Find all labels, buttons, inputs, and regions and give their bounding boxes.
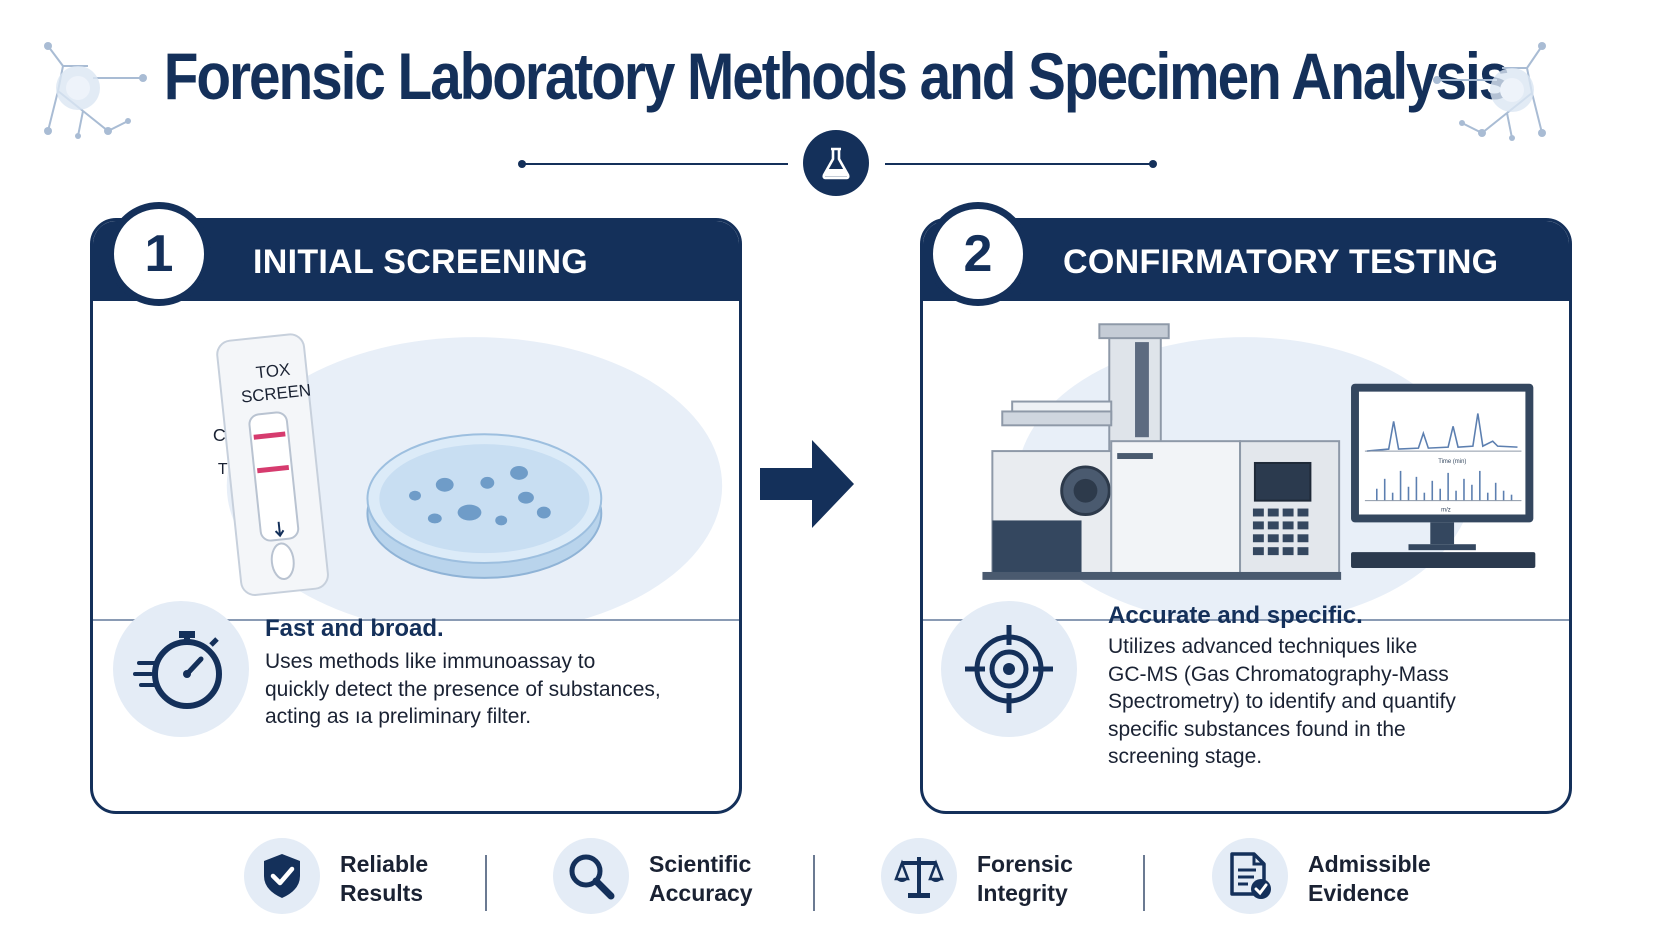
monitor-time-label: Time (min): [1438, 459, 1466, 465]
strip-mark-c: C: [213, 425, 226, 445]
divider-dot-right: [1149, 160, 1157, 168]
divider-line-right: [885, 163, 1151, 165]
card-divider: [923, 619, 1569, 621]
feature-icon-circle: [881, 838, 957, 914]
description-line: Uses methods like immunoassay to: [265, 650, 596, 673]
card-divider: [93, 619, 739, 621]
feature-separator: [1143, 855, 1145, 911]
shield-check-icon: [264, 854, 300, 898]
icon-circle: [941, 601, 1077, 737]
monitor-mz-label: m/z: [1441, 508, 1451, 514]
feature-label-line: Accuracy: [649, 880, 753, 906]
feature-forensic-integrity: Forensic Integrity: [881, 838, 1081, 918]
molecule-icon-left: [44, 42, 147, 139]
step-heading: INITIAL SCREENING: [253, 243, 589, 281]
screening-illustration: TOX SCREEN C T: [213, 333, 723, 619]
feature-label-line: Reliable: [340, 851, 429, 877]
feature-label-line: Results: [340, 880, 424, 906]
description-line: acting as ıa preliminary filter.: [265, 705, 532, 728]
feature-label-line: Admissible: [1308, 851, 1431, 877]
test-cassette: [216, 333, 329, 596]
feature-icon-circle: [553, 838, 629, 914]
feature-label-line: Scientific: [649, 851, 752, 877]
feature-label: Admissible Evidence: [1308, 850, 1431, 908]
description-line: screening stage.: [1108, 745, 1263, 768]
target-icon: [965, 625, 1053, 713]
step-card-initial-screening: INITIAL SCREENING TOX SCREEN C T: [90, 218, 742, 814]
flask-icon: [822, 147, 850, 180]
strip-label-tox: TOX: [255, 360, 291, 382]
description-line: specific substances found in the: [1108, 717, 1406, 741]
step-number-badge: 1: [107, 202, 211, 306]
description-line: Utilizes advanced techniques like: [1108, 635, 1418, 658]
description-line: quickly detect the presence of substance…: [265, 677, 661, 701]
description-line: GC-MS (Gas Chromatography-Mass: [1108, 662, 1449, 686]
feature-admissible-evidence: Admissible Evidence: [1212, 838, 1431, 918]
page-title: Forensic Laboratory Methods and Specimen…: [163, 39, 1511, 113]
document-check-icon: [1230, 852, 1271, 899]
step-summary: Fast and broad.: [265, 615, 444, 642]
feature-label: Forensic Integrity: [977, 850, 1073, 908]
petri-dish: [366, 433, 603, 579]
feature-scientific-accuracy: Scientific Accuracy: [553, 838, 753, 918]
flask-badge: [803, 130, 869, 196]
stopwatch-icon: [133, 631, 222, 709]
feature-reliable-results: Reliable Results: [244, 838, 444, 918]
feature-icon-circle: [1212, 838, 1288, 914]
step-summary: Accurate and specific.: [1108, 602, 1363, 629]
magnifier-icon: [569, 854, 615, 900]
molecule-icon-right: [1433, 42, 1546, 141]
feature-icon-circle: [244, 838, 320, 914]
feature-label-line: Integrity: [977, 880, 1068, 906]
description-line: Spectrometry) to identify and quantify: [1108, 690, 1456, 713]
strip-mark-t: T: [218, 461, 228, 478]
step-description: Uses methods like immunoassay to quickly…: [265, 648, 661, 731]
feature-label: Scientific Accuracy: [649, 850, 753, 908]
icon-circle: [113, 601, 249, 737]
divider-line-left: [522, 163, 788, 165]
feature-separator: [813, 855, 815, 911]
card-header: [923, 221, 1569, 301]
step-heading: CONFIRMATORY TESTING: [1063, 243, 1499, 281]
feature-label-line: Forensic: [977, 851, 1073, 877]
feature-separator: [485, 855, 487, 911]
scales-icon: [894, 857, 944, 898]
arrow-right-icon: [760, 440, 854, 528]
feature-label: Reliable Results: [340, 850, 428, 908]
step-card-confirmatory-testing: CONFIRMATORY TESTING: [920, 218, 1572, 814]
step-number-badge: 2: [926, 202, 1030, 306]
feature-label-line: Evidence: [1308, 880, 1409, 906]
gcms-illustration: Time (min) m/z: [982, 323, 1536, 619]
step-description: Utilizes advanced techniques like GC-MS …: [1108, 633, 1456, 771]
